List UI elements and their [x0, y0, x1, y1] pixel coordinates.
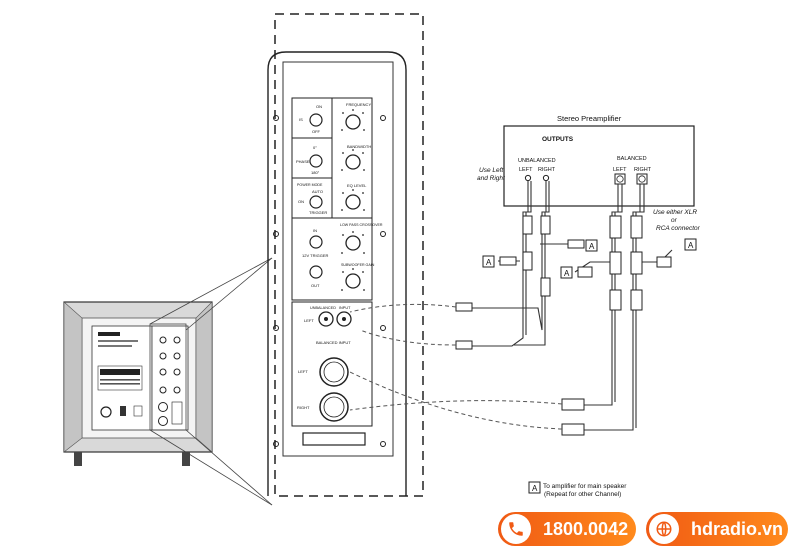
- label-rca-left: LEFT: [304, 318, 314, 323]
- label-off: OFF: [312, 129, 321, 134]
- label-12v-trigger: 12V TRIGGER: [302, 253, 328, 258]
- preamp-bal-left: LEFT: [613, 167, 627, 173]
- legend-line-2: (Repeat for other Channel): [544, 491, 621, 498]
- label-deg0: 0°: [313, 145, 317, 150]
- label-xlr-right: RIGHT: [297, 405, 310, 410]
- marker-a-group: A A A A A: [482, 238, 697, 494]
- label-low-pass: LOW PASS CROSSOVER: [340, 223, 383, 227]
- phone-number: 1800.0042: [543, 518, 629, 539]
- phase-switch-icon: [309, 154, 323, 168]
- preamp-balanced: BALANCED: [617, 156, 647, 162]
- label-bandwidth: BANDWIDTH: [347, 144, 371, 149]
- label-deg180: 180°: [311, 170, 320, 175]
- rca-left-jack-icon: [318, 311, 334, 327]
- bandwidth-knob-icon: [345, 154, 361, 170]
- xlr-right-jack-icon: [319, 392, 349, 422]
- power-switch-icon: [309, 113, 323, 127]
- note-use-left: Use Left: [479, 167, 504, 174]
- note-xlr: Use either XLR: [653, 209, 697, 216]
- label-sub-gain: SUBWOOFER GAIN: [341, 263, 375, 267]
- trigger-out-jack-icon: [309, 265, 323, 279]
- dashed-routing: [349, 303, 563, 430]
- preamp-unbal-left: LEFT: [519, 167, 533, 173]
- subwoofer-cabinet: [63, 301, 213, 466]
- website-link: hdradio.vn: [691, 518, 784, 539]
- label-frequency: FREQUENCY: [346, 102, 371, 107]
- label-trigger: TRIGGER: [309, 210, 327, 215]
- trigger-in-jack-icon: [309, 235, 323, 249]
- eq-level-knob-icon: [345, 194, 361, 210]
- marker-a-1: A: [486, 258, 492, 267]
- note-and-right: and Right: [477, 175, 506, 182]
- website-badge[interactable]: hdradio.vn: [646, 512, 788, 546]
- label-xlr-left: LEFT: [298, 369, 308, 374]
- crossover-knob-icon: [345, 235, 361, 251]
- preamp-bal-right: RIGHT: [634, 167, 652, 173]
- label-out: OUT: [311, 283, 320, 288]
- rear-panel: ON IS OFF 0° PHASE 180° POWER MODE AUTO …: [267, 13, 424, 497]
- marker-a-box: [482, 255, 495, 268]
- preamp-title: Stereo Preamplifier: [557, 114, 622, 123]
- label-unbalanced-input: UNBALANCED: [310, 306, 336, 310]
- frequency-knob-icon: [345, 114, 361, 130]
- marker-a-legend: A: [532, 484, 538, 493]
- knob-scale-dots: [341, 109, 365, 291]
- zoom-lines: [149, 257, 273, 506]
- note-or: or: [671, 217, 678, 224]
- label-phase: PHASE: [296, 159, 310, 164]
- cables: [470, 181, 673, 431]
- mode-switch-icon: [309, 195, 323, 209]
- marker-a-3: A: [564, 269, 570, 278]
- preamp-unbal-right: RIGHT: [538, 167, 556, 173]
- label-eq-level: EQ LEVEL: [347, 183, 367, 188]
- connector-plugs: [455, 215, 672, 436]
- label-input: INPUT: [339, 306, 351, 310]
- globe-icon: [649, 514, 679, 544]
- label-power-on: ON: [298, 199, 304, 204]
- preamp-outputs: OUTPUTS: [542, 136, 574, 143]
- phone-icon: [501, 514, 531, 544]
- preamplifier: Stereo Preamplifier OUTPUTS UNBALANCED L…: [503, 114, 695, 207]
- xlr-left-jack-icon: [319, 357, 349, 387]
- label-auto: AUTO: [312, 189, 323, 194]
- label-balanced-input: BALANCED INPUT: [316, 340, 351, 345]
- label-in: IN: [313, 228, 317, 233]
- gain-knob-icon: [345, 273, 361, 289]
- marker-a-4: A: [688, 241, 694, 250]
- preamp-unbalanced: UNBALANCED: [518, 158, 556, 164]
- label-is: IS: [299, 117, 303, 122]
- label-power-mode: POWER MODE: [297, 183, 323, 187]
- rca-right-jack-icon: [336, 311, 352, 327]
- serial-plate: [302, 432, 366, 446]
- phone-badge[interactable]: 1800.0042: [498, 512, 636, 546]
- note-rca: RCA connector: [656, 225, 701, 232]
- legend-line-1: To amplifier for main speaker: [543, 483, 627, 490]
- marker-a-2: A: [589, 242, 595, 251]
- label-on: ON: [316, 104, 322, 109]
